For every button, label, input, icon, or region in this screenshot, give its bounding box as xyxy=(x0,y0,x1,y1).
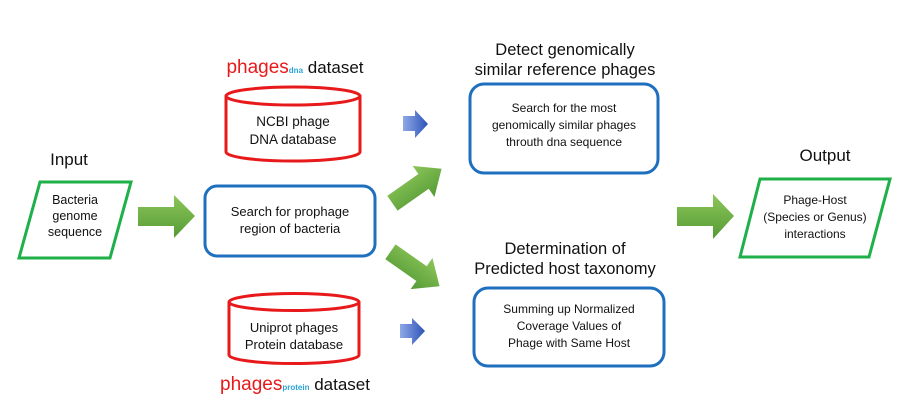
determination-box-line: Phage with Same Host xyxy=(507,336,631,350)
input-line: sequence xyxy=(47,225,103,239)
arrow-to-output xyxy=(677,194,734,239)
input-line: Bacteria xyxy=(52,193,98,207)
arrow-search-to-determination xyxy=(385,244,440,290)
input-parallelogram xyxy=(17,180,133,260)
detect-box-line: throuth dna sequence xyxy=(505,135,623,149)
dna-db-line: DNA database xyxy=(249,132,337,147)
protein-db-line: Uniprot phages xyxy=(249,320,339,335)
protein-database-text: Uniprot phages Protein database xyxy=(229,319,359,353)
determination-box-text: Summing up Normalized Coverage Values of… xyxy=(474,301,664,352)
arrow-search-to-detect xyxy=(387,165,442,211)
dataset-suffix: dataset xyxy=(307,58,364,77)
determination-heading: Determination of Predicted host taxonomy xyxy=(450,239,680,279)
detect-heading: Detect genomically similar reference pha… xyxy=(450,40,680,80)
detect-box-line: Search for the most xyxy=(511,101,617,115)
input-box-text: Bacteria genome sequence xyxy=(35,192,115,240)
arrow-dna-db-to-detect xyxy=(403,110,428,138)
dataset-prefix: phages xyxy=(226,57,289,78)
input-line: genome xyxy=(52,209,98,223)
arrow-protein-db-to-determination xyxy=(400,318,425,345)
detect-box-text: Search for the most genomically similar … xyxy=(470,100,658,151)
dataset-subscript: protein xyxy=(282,383,310,392)
protein-db-line: Protein database xyxy=(244,337,344,352)
detect-box xyxy=(468,82,660,175)
dna-dataset-label: phagesdna dataset xyxy=(210,58,380,81)
determination-heading-line: Predicted host taxonomy xyxy=(474,260,656,278)
prophage-search-text: Search for prophage region of bacteria xyxy=(205,203,375,237)
protein-dataset-label: phagesprotein dataset xyxy=(200,375,390,398)
dataset-subscript: dna xyxy=(288,66,304,75)
dataset-suffix: dataset xyxy=(314,375,370,394)
output-box-text: Phage-Host (Species or Genus) interactio… xyxy=(745,192,885,243)
dataset-prefix: phages xyxy=(220,374,283,395)
input-heading: Input xyxy=(50,150,88,169)
determination-box-line: Summing up Normalized xyxy=(503,302,635,316)
protein-database-cylinder xyxy=(227,292,361,365)
prophage-line: Search for prophage xyxy=(230,204,350,219)
output-line: interactions xyxy=(784,227,846,241)
detect-heading-line: Detect genomically xyxy=(495,41,635,59)
output-line: (Species or Genus) xyxy=(763,210,867,224)
arrow-input-to-search xyxy=(138,195,195,238)
detect-box-line: genomically similar phages xyxy=(491,118,637,132)
prophage-line: region of bacteria xyxy=(239,221,341,236)
output-line: Phage-Host xyxy=(783,193,847,207)
output-parallelogram xyxy=(738,177,892,259)
determination-box-line: Coverage Values of xyxy=(516,319,622,333)
determination-box xyxy=(472,286,666,368)
detect-heading-line: similar reference phages xyxy=(474,61,656,79)
determination-heading-line: Determination of xyxy=(504,240,626,258)
output-heading: Output xyxy=(799,146,851,165)
dna-database-text: NCBI phage DNA database xyxy=(226,113,360,149)
dna-db-line: NCBI phage xyxy=(256,114,330,129)
dna-database-cylinder xyxy=(224,85,362,163)
prophage-search-box xyxy=(203,184,377,258)
